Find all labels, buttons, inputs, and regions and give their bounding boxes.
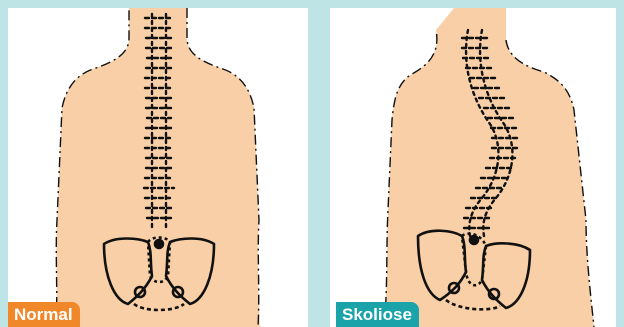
label-skoliose: Skoliose [336,302,419,327]
label-normal: Normal [8,302,80,327]
panel-normal [8,8,308,327]
panel-scoliosis [330,8,616,327]
